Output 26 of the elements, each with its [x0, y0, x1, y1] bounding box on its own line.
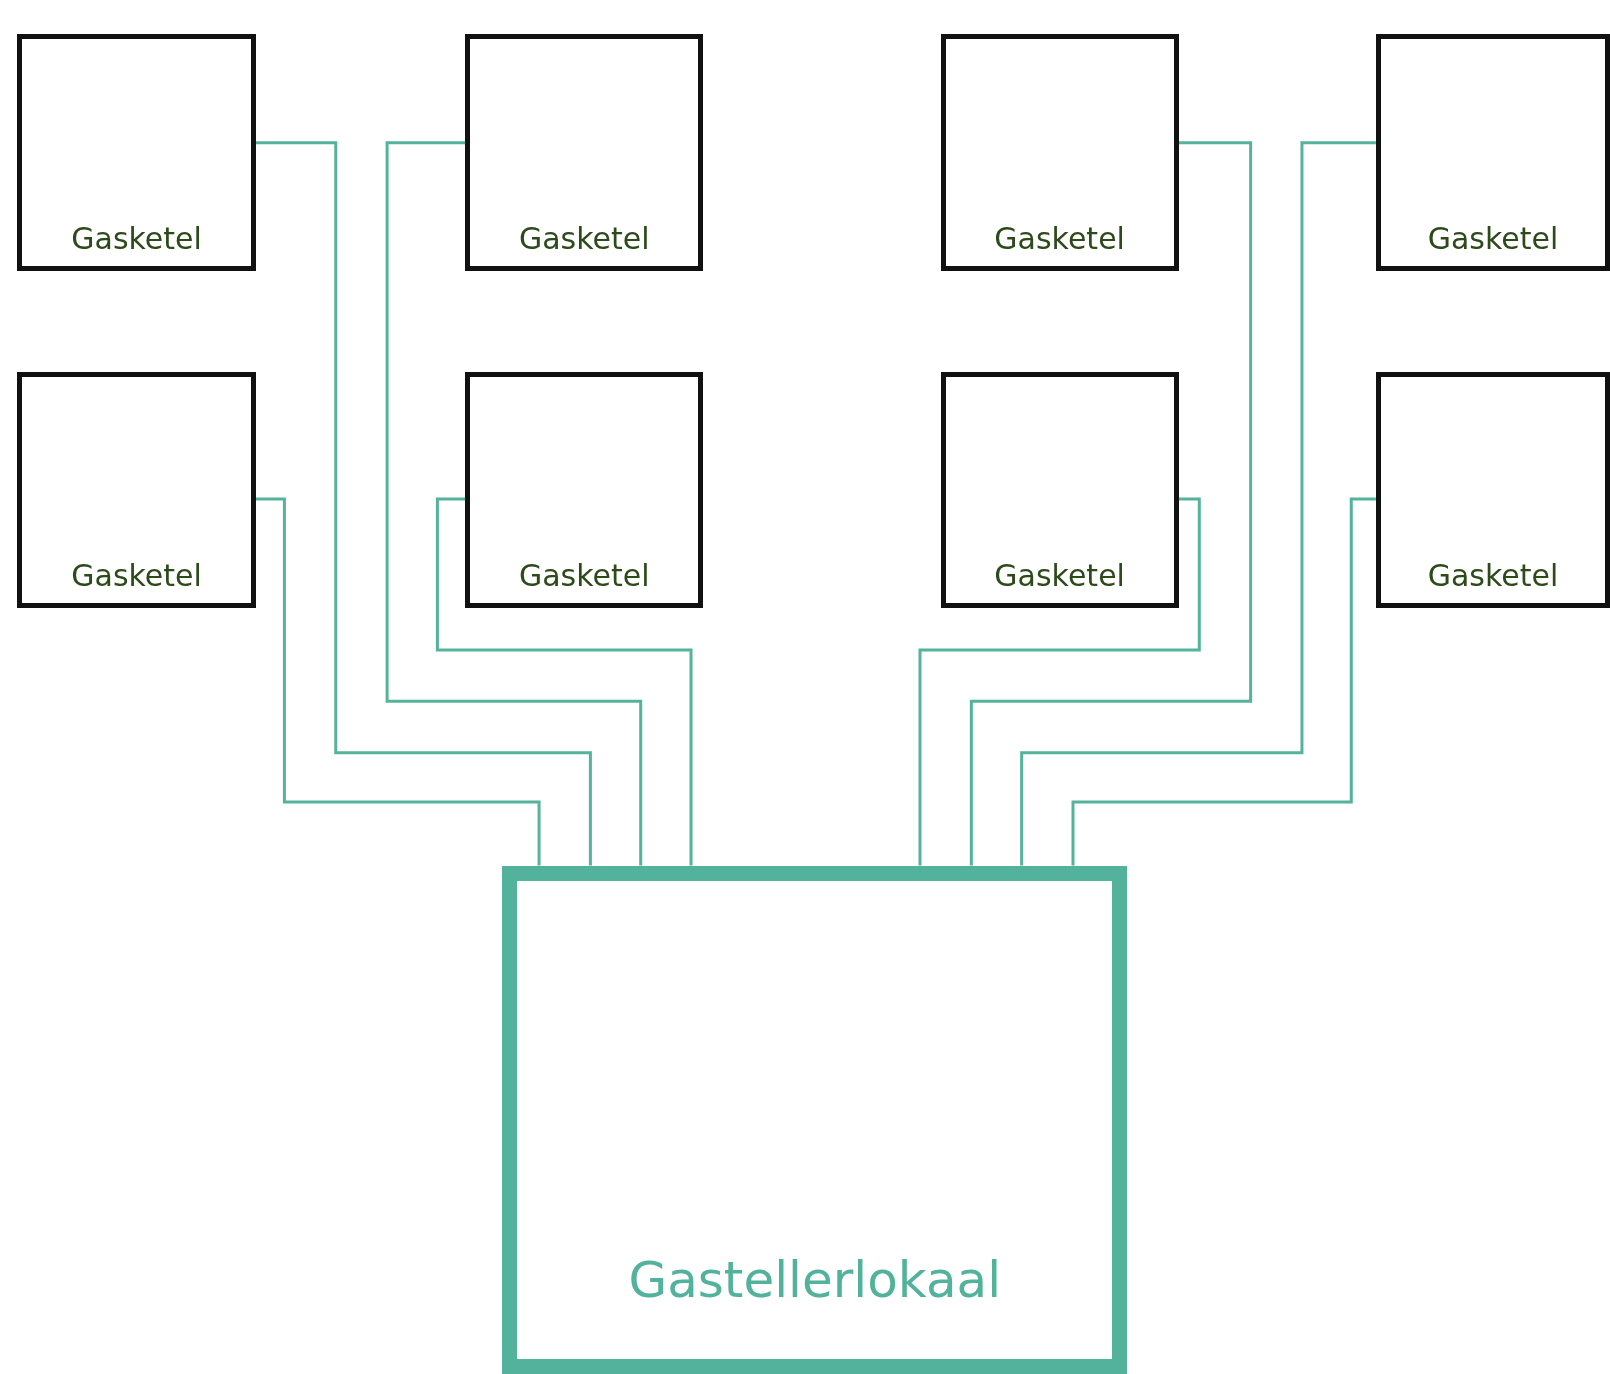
room-box [502, 865, 1128, 1374]
node-label: Gastellerlokaal [627, 1250, 1003, 1309]
boiler-box [17, 371, 256, 608]
node-label: Gasketel [993, 221, 1126, 257]
boiler-box [1375, 33, 1610, 272]
node-label: Gasketel [70, 557, 203, 593]
node-label: Gasketel [1426, 221, 1560, 257]
node-label: Gasketel [70, 221, 203, 257]
boiler-box [940, 33, 1179, 272]
pipe-line [969, 141, 1253, 866]
pipe-line [918, 497, 1201, 866]
boiler-box [940, 371, 1179, 608]
pipe-line [1071, 497, 1376, 866]
boiler-box [1375, 371, 1610, 608]
node-label: Gasketel [517, 557, 651, 593]
boiler-box [465, 371, 704, 608]
pipe-line [385, 141, 643, 866]
pipe-line [435, 497, 693, 866]
node-label: Gasketel [1426, 557, 1560, 593]
pipe-line [1020, 141, 1376, 866]
pipe-line [255, 497, 541, 866]
pipe-line [255, 141, 592, 866]
node-label: Gasketel [993, 557, 1126, 593]
boiler-box [465, 33, 704, 272]
node-label: Gasketel [517, 221, 651, 257]
boiler-box [17, 33, 256, 272]
